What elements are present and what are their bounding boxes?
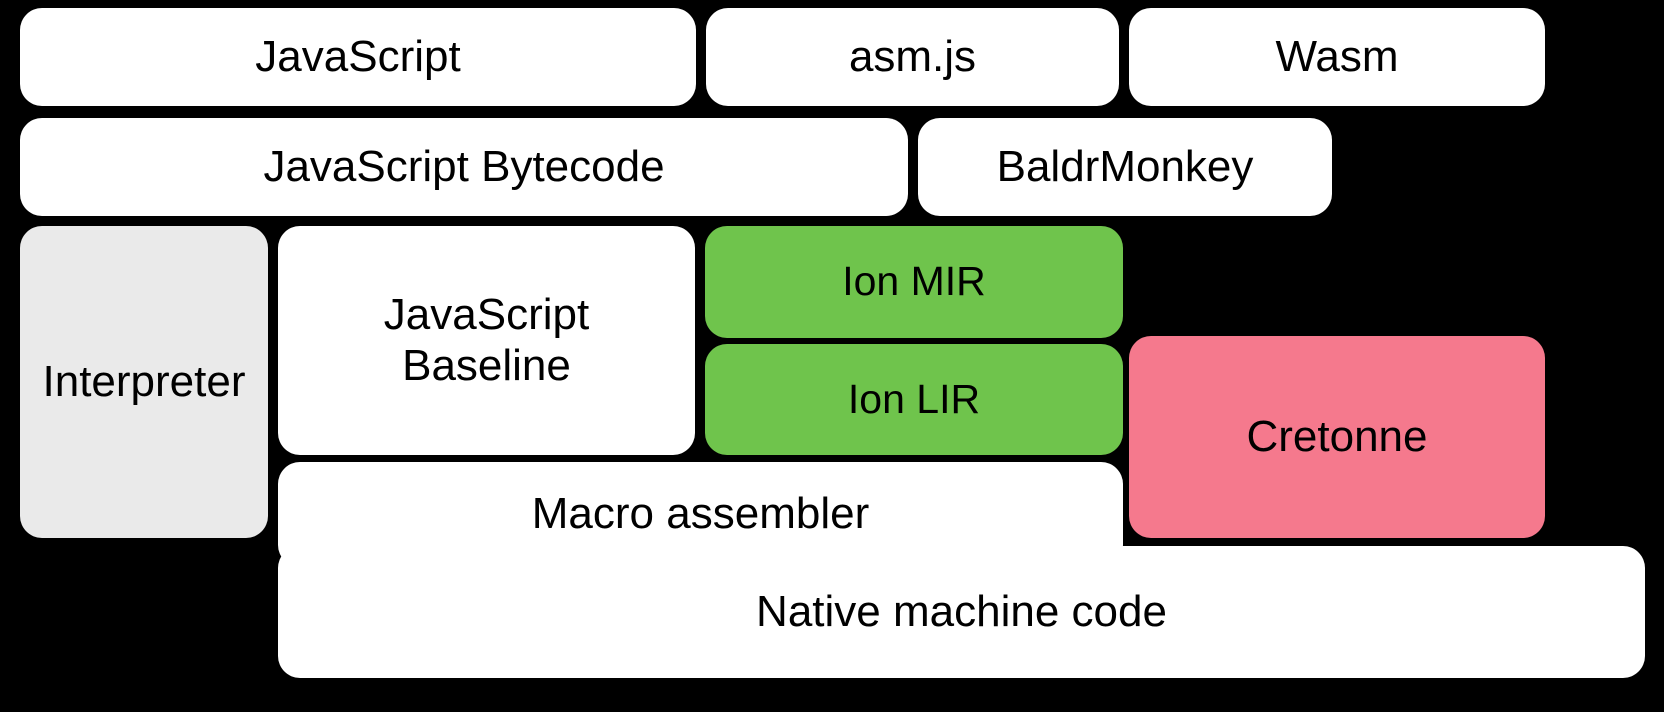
- node-label-cretonne: Cretonne: [1246, 411, 1428, 461]
- node-label-interpreter: Interpreter: [42, 356, 246, 406]
- node-asm-js: asm.js: [706, 8, 1119, 106]
- node-label-wasm: Wasm: [1275, 31, 1399, 81]
- node-label-javascript-source: JavaScript: [255, 31, 461, 81]
- node-javascript-baseline: JavaScript Baseline: [278, 226, 695, 455]
- node-javascript-source: JavaScript: [20, 8, 696, 106]
- node-label-asm-js: asm.js: [848, 31, 977, 81]
- node-javascript-bytecode: JavaScript Bytecode: [20, 118, 908, 216]
- node-label-javascript-baseline: JavaScript Baseline: [383, 289, 590, 390]
- node-label-macro-assembler: Macro assembler: [531, 489, 870, 539]
- node-label-ion-mir: Ion MIR: [842, 258, 986, 305]
- node-cretonne: Cretonne: [1129, 336, 1545, 538]
- node-native-machine-code: Native machine code: [278, 546, 1645, 678]
- node-wasm: Wasm: [1129, 8, 1545, 106]
- node-ion-lir: Ion LIR: [705, 344, 1123, 455]
- node-ion-mir: Ion MIR: [705, 226, 1123, 338]
- node-baldrmonkey: BaldrMonkey: [918, 118, 1332, 216]
- node-label-native-machine-code: Native machine code: [756, 586, 1167, 636]
- node-label-javascript-bytecode: JavaScript Bytecode: [263, 141, 665, 191]
- node-label-baldrmonkey: BaldrMonkey: [996, 141, 1254, 191]
- node-interpreter: Interpreter: [20, 226, 268, 538]
- node-label-ion-lir: Ion LIR: [847, 375, 981, 422]
